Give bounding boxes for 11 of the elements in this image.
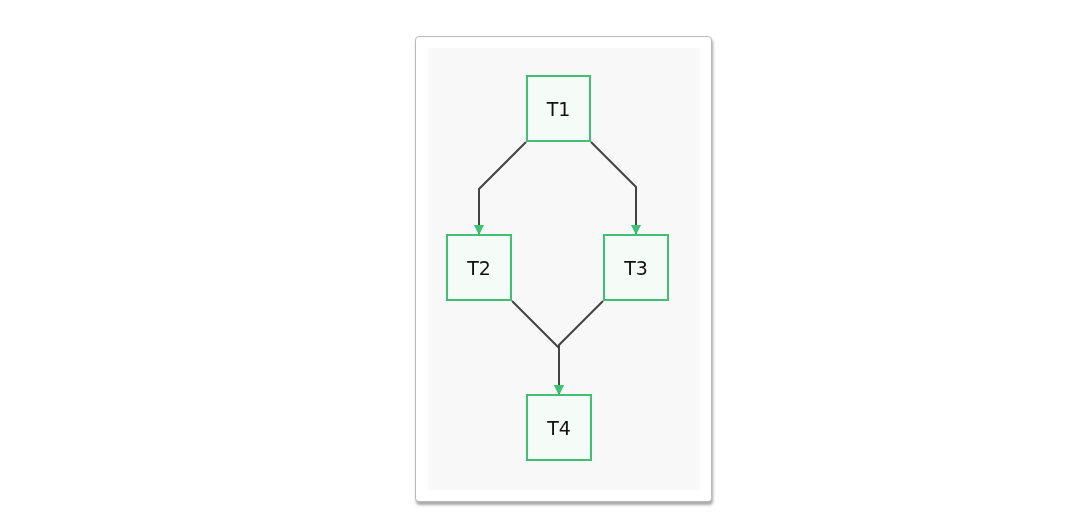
node-label: T1 bbox=[546, 97, 571, 120]
arrow bbox=[474, 141, 527, 235]
process-box bbox=[446, 234, 512, 301]
arrow bbox=[590, 141, 641, 235]
node-label: T2 bbox=[467, 256, 491, 279]
node-label: T3 bbox=[624, 256, 648, 279]
arrow bbox=[554, 300, 604, 395]
process-box bbox=[526, 75, 591, 142]
node-label: T4 bbox=[547, 416, 571, 439]
process-box bbox=[526, 394, 592, 461]
process-box bbox=[603, 234, 669, 301]
